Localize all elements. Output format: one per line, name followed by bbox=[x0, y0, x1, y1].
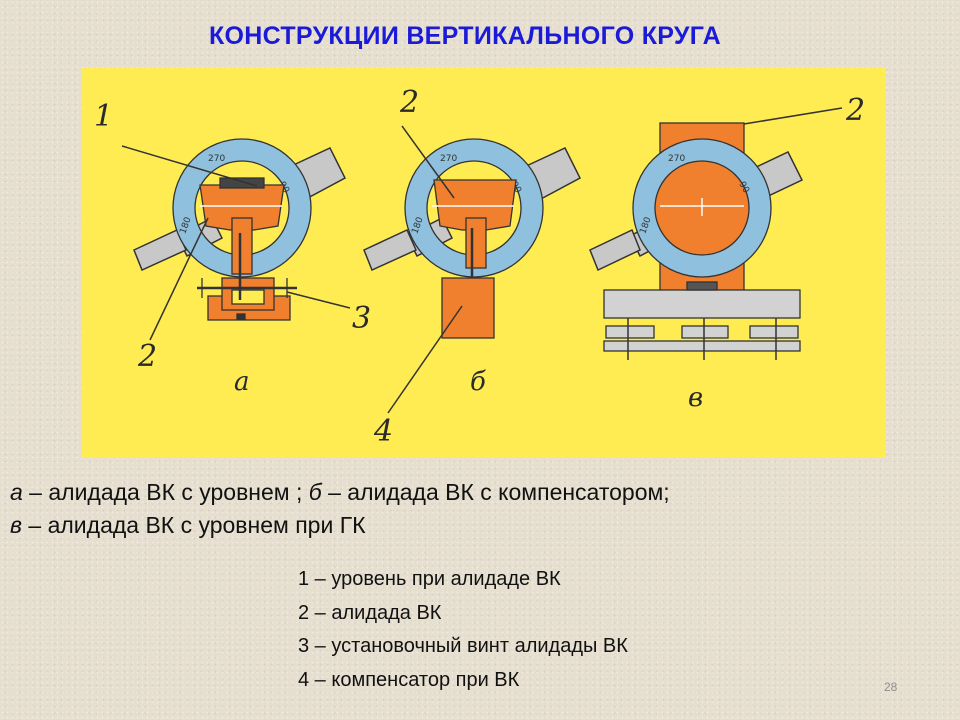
callout-lines-a bbox=[121, 145, 351, 341]
figure-caption: а – алидада ВК с уровнем ; б – алидада В… bbox=[10, 476, 670, 542]
slide-title: КОНСТРУКЦИИ ВЕРТИКАЛЬНОГО КРУГА bbox=[208, 22, 722, 50]
legend-item: 3 – установочный винт алидады ВК bbox=[298, 635, 628, 657]
panel-label-v: в bbox=[688, 383, 703, 413]
panel-label-a: а bbox=[234, 367, 250, 397]
caption-letter-b: б bbox=[308, 479, 322, 505]
base-v bbox=[603, 281, 801, 360]
caption-text-a: – алидада ВК с уровнем ; bbox=[22, 479, 309, 505]
caption-line-1: а – алидада ВК с уровнем ; б – алидада В… bbox=[10, 476, 670, 509]
callout-4: 4 bbox=[373, 414, 393, 449]
caption-letter-a: а bbox=[10, 479, 23, 505]
callout-2-b: 2 bbox=[399, 85, 419, 120]
figure-b: 270 180 90 2 4 б bbox=[363, 85, 581, 449]
caption-line-2: в – алидада ВК с уровнем при ГК bbox=[10, 509, 670, 542]
scale-mark-270-b: 270 bbox=[440, 154, 457, 164]
callout-lines-b bbox=[387, 125, 463, 414]
callout-line-v bbox=[743, 107, 843, 125]
figure-a: 270 180 90 bbox=[94, 99, 371, 397]
legend-item: 4 – компенсатор при ВК bbox=[298, 668, 520, 691]
circle-ring-v bbox=[633, 139, 771, 277]
caption-letter-v: в bbox=[10, 512, 23, 538]
legend-list: 1 – уровень при алидаде ВК 2 – алидада В… bbox=[298, 563, 628, 697]
legend-item: 1 – уровень при алидаде ВК bbox=[298, 568, 561, 590]
alidade-a bbox=[199, 177, 285, 275]
legend-item: 2 – алидада ВК bbox=[298, 601, 442, 624]
callout-1: 1 bbox=[94, 99, 113, 134]
callout-2-v: 2 bbox=[845, 93, 865, 128]
scale-mark-270-v: 270 bbox=[668, 154, 685, 164]
panel-label-b: б bbox=[470, 367, 486, 397]
compensator-b bbox=[441, 277, 495, 339]
callout-3: 3 bbox=[352, 301, 371, 336]
vertical-circle-diagram: 270 180 90 bbox=[94, 85, 865, 449]
adjusting-screw-a bbox=[197, 233, 297, 321]
diagram-panel: 270 180 90 bbox=[82, 68, 885, 458]
figure-v: 270 180 90 2 в bbox=[589, 93, 865, 413]
scale-mark-270-a: 270 bbox=[208, 154, 225, 164]
page-number: 28 bbox=[884, 680, 898, 694]
caption-text-v: – алидада ВК с уровнем при ГК bbox=[22, 512, 366, 538]
callout-2-a: 2 bbox=[137, 339, 157, 374]
caption-text-b: – алидада ВК с компенсатором; bbox=[321, 479, 670, 505]
